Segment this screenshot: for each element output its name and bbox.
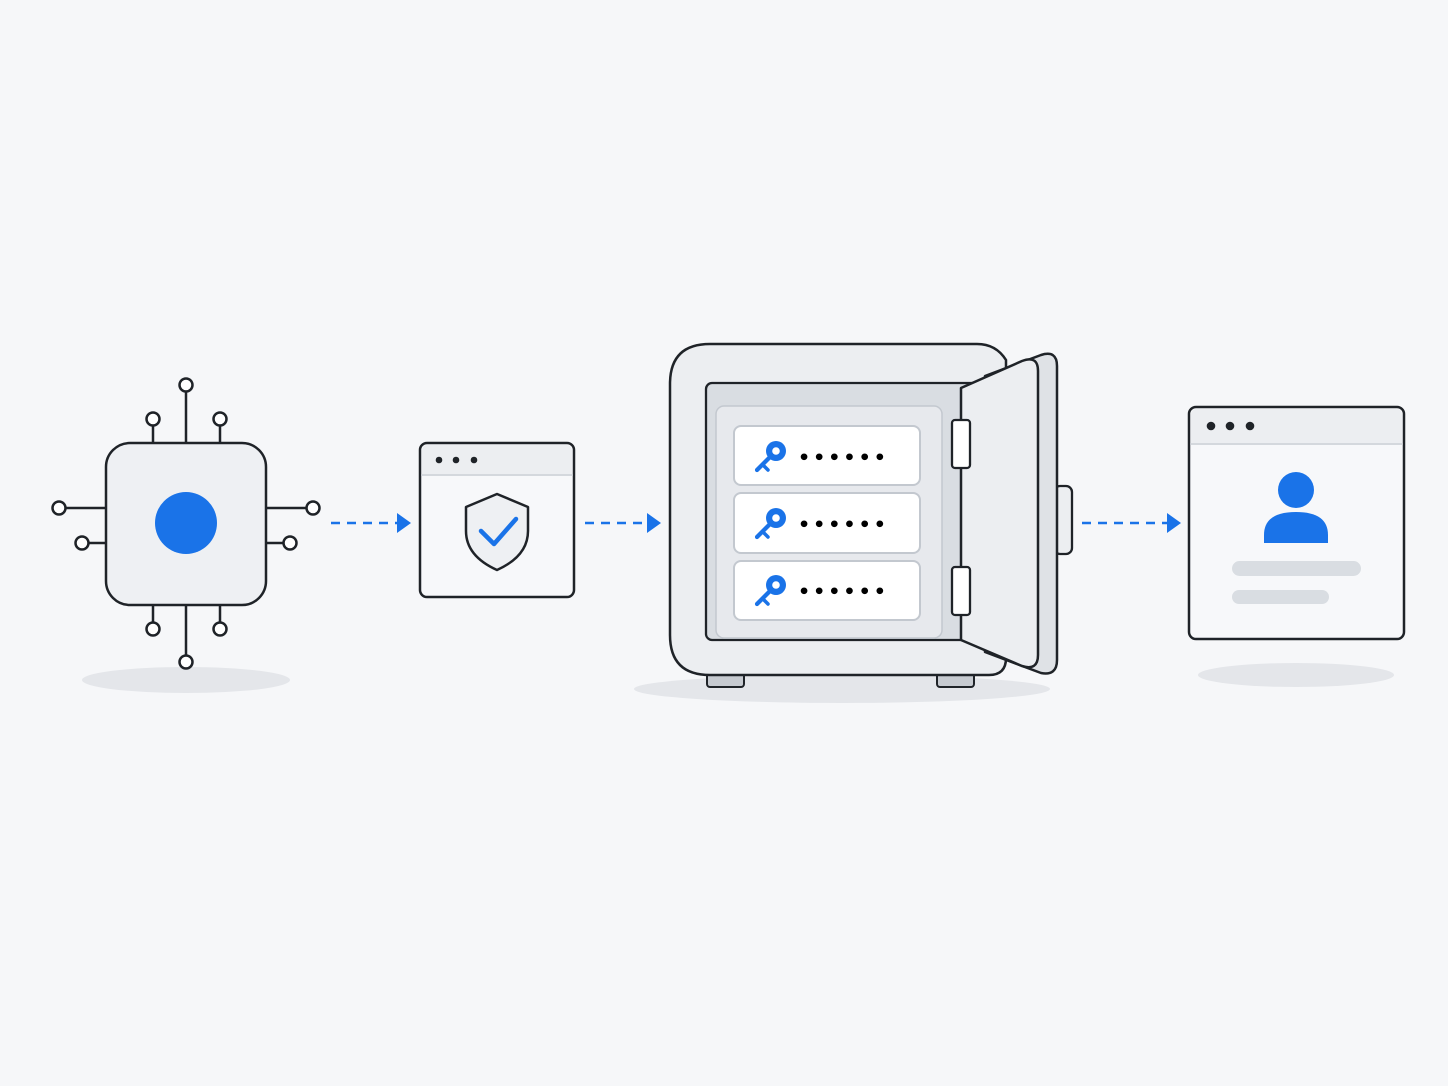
chip-processor (51, 377, 321, 693)
masked-password: •••••• (798, 447, 889, 469)
shield-icon (464, 492, 530, 572)
arrowhead-icon (397, 513, 411, 533)
user-icon (1264, 472, 1328, 543)
window-titlebar (1191, 409, 1402, 443)
key-icon (754, 575, 786, 607)
masked-password: •••••• (798, 514, 889, 536)
connector-arrow-2 (585, 513, 661, 533)
window-dots-icon (435, 456, 478, 464)
window-dots-icon (1206, 421, 1255, 431)
chip-core-icon (155, 492, 217, 554)
chip-shadow (82, 667, 290, 693)
key-icon (754, 508, 786, 540)
window-titlebar (422, 445, 572, 474)
arrowhead-icon (647, 513, 661, 533)
door-hinge-bottom (950, 565, 972, 617)
connector-arrow-1 (331, 513, 411, 533)
door-hinge-top (950, 418, 972, 470)
key-icon (754, 441, 786, 473)
arrowhead-icon (1167, 513, 1181, 533)
window-shadow (1198, 663, 1394, 687)
credential-vault: •••••• •••••• •••••• (634, 342, 1074, 703)
connector-arrow-3 (1082, 513, 1181, 533)
vault-entry: •••••• (733, 560, 921, 621)
placeholder-line (1232, 590, 1329, 604)
user-profile-window (1187, 405, 1406, 687)
vault-entry: •••••• (733, 425, 921, 486)
chip-pins (51, 377, 321, 670)
masked-password: •••••• (798, 581, 889, 603)
vault-door (950, 352, 1074, 675)
vault-entry: •••••• (733, 492, 921, 554)
placeholder-line (1232, 561, 1361, 576)
door-front (959, 358, 1040, 669)
vault-shadow (634, 675, 1050, 703)
checkmark-icon (478, 516, 519, 547)
security-check-window (418, 441, 576, 599)
